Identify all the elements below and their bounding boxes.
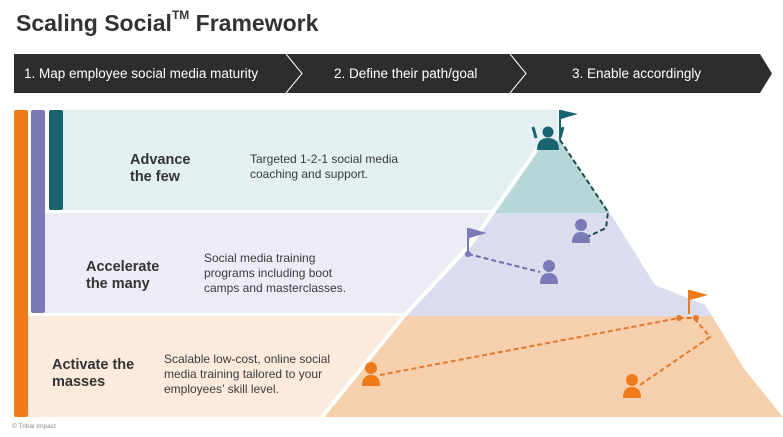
person-purple-icon-1 — [572, 219, 590, 243]
person-orange-icon-2 — [623, 374, 641, 398]
step-2: 2. Define their path/goal — [334, 66, 478, 81]
bar-advance — [49, 110, 63, 210]
mountain-edge — [320, 143, 542, 419]
bar-accelerate — [31, 110, 45, 313]
flag-purple-icon — [467, 228, 487, 254]
level-title-line: Advance — [130, 152, 191, 168]
title-suffix: Framework — [189, 10, 319, 36]
level-title-line: the few — [130, 169, 180, 185]
page-title: Scaling SocialTM Framework — [16, 8, 319, 37]
level-advance-desc: Targeted 1-2-1 social media coaching and… — [250, 152, 399, 181]
chevron-divider-1 — [285, 53, 303, 94]
path-teal — [559, 139, 610, 239]
path-purple — [467, 253, 541, 273]
level-title-line: Activate the — [52, 357, 135, 373]
level-title-line: the many — [86, 276, 150, 292]
step-3: 3. Enable accordingly — [572, 66, 702, 81]
mountain-orange — [322, 316, 783, 417]
person-purple-icon-2 — [540, 260, 558, 284]
person-cheering-icon — [531, 126, 565, 150]
chevron-divider-2 — [509, 53, 527, 94]
level-title-line: Accelerate — [86, 259, 160, 275]
flag-orange-icon — [688, 290, 708, 314]
level-accelerate-desc: Social media training programs including… — [204, 251, 347, 295]
title-text: Scaling Social — [16, 10, 172, 36]
level-title-line: masses — [52, 374, 106, 390]
mountain-purple — [404, 213, 712, 316]
step-1: 1. Map employee social media maturity — [24, 66, 259, 81]
person-orange-icon-1 — [362, 362, 380, 386]
mountain-teal — [495, 140, 610, 213]
trademark: TM — [171, 8, 190, 22]
band-advance — [63, 110, 558, 210]
footer-copyright: © Tribal Impact — [12, 423, 56, 430]
level-activate-desc: Scalable low-cost, online social media t… — [164, 352, 331, 396]
bar-activate — [14, 110, 28, 417]
path-orange — [379, 317, 712, 386]
steps-arrow-band — [14, 54, 772, 93]
flag-teal-icon — [559, 110, 578, 140]
